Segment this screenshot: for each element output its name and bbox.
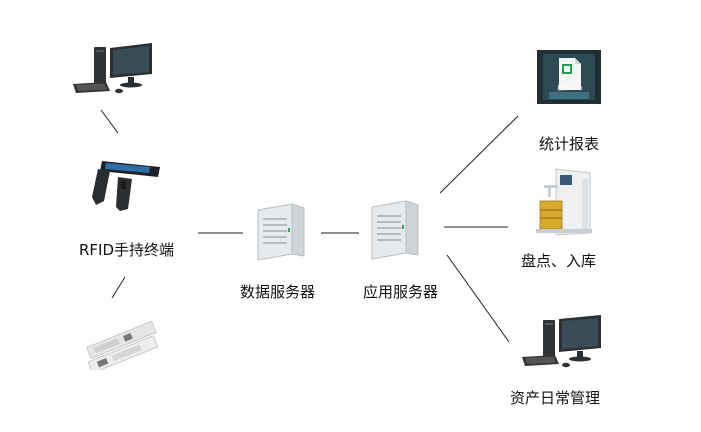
warehouse-kiosk-icon (536, 168, 592, 236)
connector-app-daily (446, 254, 510, 343)
rfid-tag-labels-icon (86, 320, 159, 370)
report-file-caption: 报表.xlsx (557, 85, 583, 92)
desktop-computer-icon (522, 315, 601, 368)
connector-terminal-tags (111, 276, 126, 299)
connector-desktop-terminal (100, 109, 119, 134)
inventory-label: 盘点、入库 (521, 252, 597, 270)
daily-management-label: 资产日常管理 (510, 389, 601, 407)
app-server-label: 应用服务器 (363, 283, 439, 301)
server-icon (371, 200, 419, 260)
terminal-label: RFID手持终端 (79, 241, 175, 259)
server-icon (257, 203, 305, 261)
excel-file-icon (537, 50, 601, 104)
desktop-computer-icon (73, 43, 152, 94)
connector-app-report (439, 115, 519, 194)
data-server-label: 数据服务器 (240, 283, 316, 301)
report-label: 统计报表 (539, 135, 600, 153)
rfid-handheld-icon (92, 161, 160, 211)
